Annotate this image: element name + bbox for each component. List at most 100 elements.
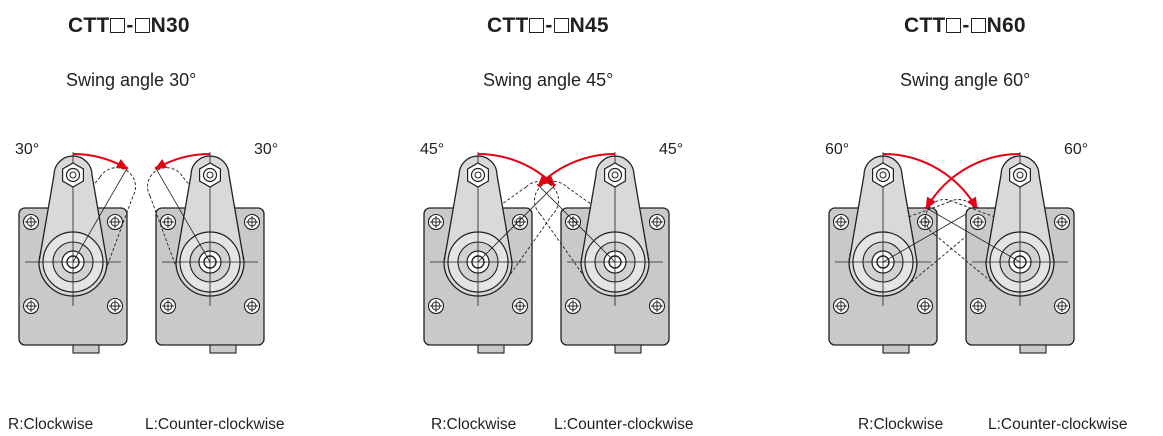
- swing-line: [882, 206, 979, 263]
- screw-icon: [832, 213, 850, 231]
- screw-icon: [916, 213, 934, 231]
- placeholder-box: [553, 18, 569, 33]
- screw-icon: [159, 213, 177, 231]
- screw-icon: [1053, 213, 1071, 231]
- placeholder-box: [946, 18, 962, 33]
- model-prefix: CTT: [487, 14, 529, 37]
- arrowhead-icon: [925, 196, 936, 210]
- nut-bolt-inner: [206, 171, 214, 179]
- swing-line: [536, 183, 616, 263]
- screw-icon: [1053, 297, 1071, 315]
- section-n60: CTT-N60 Swing angle 60° 60° 60° R:Clockwi…: [800, 0, 1160, 436]
- swing-angle-subtitle: Swing angle 30°: [66, 70, 197, 90]
- model-title: CTT-N45: [487, 14, 847, 38]
- placeholder-box: [970, 18, 986, 33]
- clockwise-unit: 45°: [420, 141, 559, 354]
- model-title: CTT-N60: [904, 14, 1163, 38]
- counter-clockwise-label: L:Counter-clockwise: [145, 416, 285, 433]
- counter-clockwise-label: L:Counter-clockwise: [554, 416, 694, 433]
- clockwise-unit: 30°: [15, 141, 136, 354]
- screw-icon: [106, 297, 124, 315]
- screw-icon: [969, 213, 987, 231]
- screw-icon: [243, 297, 261, 315]
- swing-arrow: [882, 153, 978, 209]
- model-title: CTT-N30: [68, 14, 428, 38]
- screw-icon: [648, 213, 666, 231]
- placeholder-box: [529, 18, 545, 33]
- clamp-tab: [477, 344, 505, 354]
- angle-label: 30°: [254, 141, 278, 158]
- model-suffix: N30: [150, 14, 190, 37]
- screw-icon: [511, 297, 529, 315]
- angle-label: 45°: [420, 141, 444, 158]
- arrowhead-icon: [543, 175, 556, 187]
- clamp-diagram: 60° 60°: [825, 141, 1088, 354]
- nut-bolt-inner: [1016, 171, 1024, 179]
- angle-label: 60°: [825, 141, 849, 158]
- nut-bolt: [65, 167, 81, 183]
- clamp-diagram: 45° 45°: [420, 141, 683, 354]
- arrowhead-icon: [967, 196, 978, 210]
- swing-line: [154, 166, 211, 263]
- clockwise-label: R:Clockwise: [858, 416, 944, 433]
- screw-icon: [916, 297, 934, 315]
- swing-angle-subtitle: Swing angle 60°: [900, 70, 1031, 90]
- nut-bolt-inner: [879, 171, 887, 179]
- nut-bolt: [1012, 167, 1028, 183]
- arrowhead-icon: [154, 159, 168, 170]
- section-n30: CTT-N30 Swing angle 30° 30° 30° R:Clockwi…: [0, 0, 360, 436]
- screw-icon: [564, 297, 582, 315]
- clamp-tab: [614, 344, 642, 354]
- counter-clockwise-unit: 60°: [924, 141, 1088, 354]
- screw-icon: [427, 213, 445, 231]
- nut-bolt: [202, 167, 218, 183]
- screw-icon: [564, 213, 582, 231]
- angle-label: 45°: [659, 141, 683, 158]
- screw-icon: [832, 297, 850, 315]
- diagram: 30° 30°: [0, 130, 300, 360]
- nut-bolt: [607, 167, 623, 183]
- clockwise-label: R:Clockwise: [8, 416, 94, 433]
- swing-arrow: [925, 153, 1021, 209]
- screw-icon: [106, 213, 124, 231]
- counter-clockwise-unit: 45°: [534, 141, 683, 354]
- clamp-tab: [72, 344, 100, 354]
- nut-bolt-inner: [611, 171, 619, 179]
- screw-icon: [22, 213, 40, 231]
- nut-bolt: [875, 167, 891, 183]
- swing-angle-subtitle: Swing angle 45°: [483, 70, 614, 90]
- diagram: 45° 45°: [405, 130, 705, 360]
- swing-line: [924, 206, 1021, 263]
- clamp-tab: [209, 344, 237, 354]
- arrowhead-icon: [115, 159, 129, 170]
- nut-bolt-inner: [69, 171, 77, 179]
- screw-icon: [511, 213, 529, 231]
- model-dash: -: [545, 14, 553, 37]
- counter-clockwise-unit: 30°: [147, 141, 278, 354]
- model-suffix: N60: [986, 14, 1026, 37]
- model-suffix: N45: [569, 14, 609, 37]
- nut-bolt: [470, 167, 486, 183]
- model-dash: -: [126, 14, 134, 37]
- clamp-tab: [882, 344, 910, 354]
- screw-icon: [243, 213, 261, 231]
- clockwise-label: R:Clockwise: [431, 416, 517, 433]
- screw-icon: [159, 297, 177, 315]
- arrowhead-icon: [537, 175, 550, 187]
- clockwise-unit: 60°: [825, 141, 979, 354]
- clamp-tab: [1019, 344, 1047, 354]
- angle-label: 30°: [15, 141, 39, 158]
- nut-bolt-inner: [474, 171, 482, 179]
- section-n45: CTT-N45 Swing angle 45° 45° 45° R:Clockwi…: [400, 0, 760, 436]
- screw-icon: [22, 297, 40, 315]
- swing-line: [72, 166, 129, 263]
- screw-icon: [648, 297, 666, 315]
- screw-icon: [427, 297, 445, 315]
- swing-line: [477, 183, 557, 263]
- angle-label: 60°: [1064, 141, 1088, 158]
- placeholder-box: [110, 18, 126, 33]
- model-prefix: CTT: [68, 14, 110, 37]
- clamp-diagram: 30° 30°: [15, 141, 278, 354]
- model-dash: -: [962, 14, 970, 37]
- diagram: 60° 60°: [810, 130, 1110, 360]
